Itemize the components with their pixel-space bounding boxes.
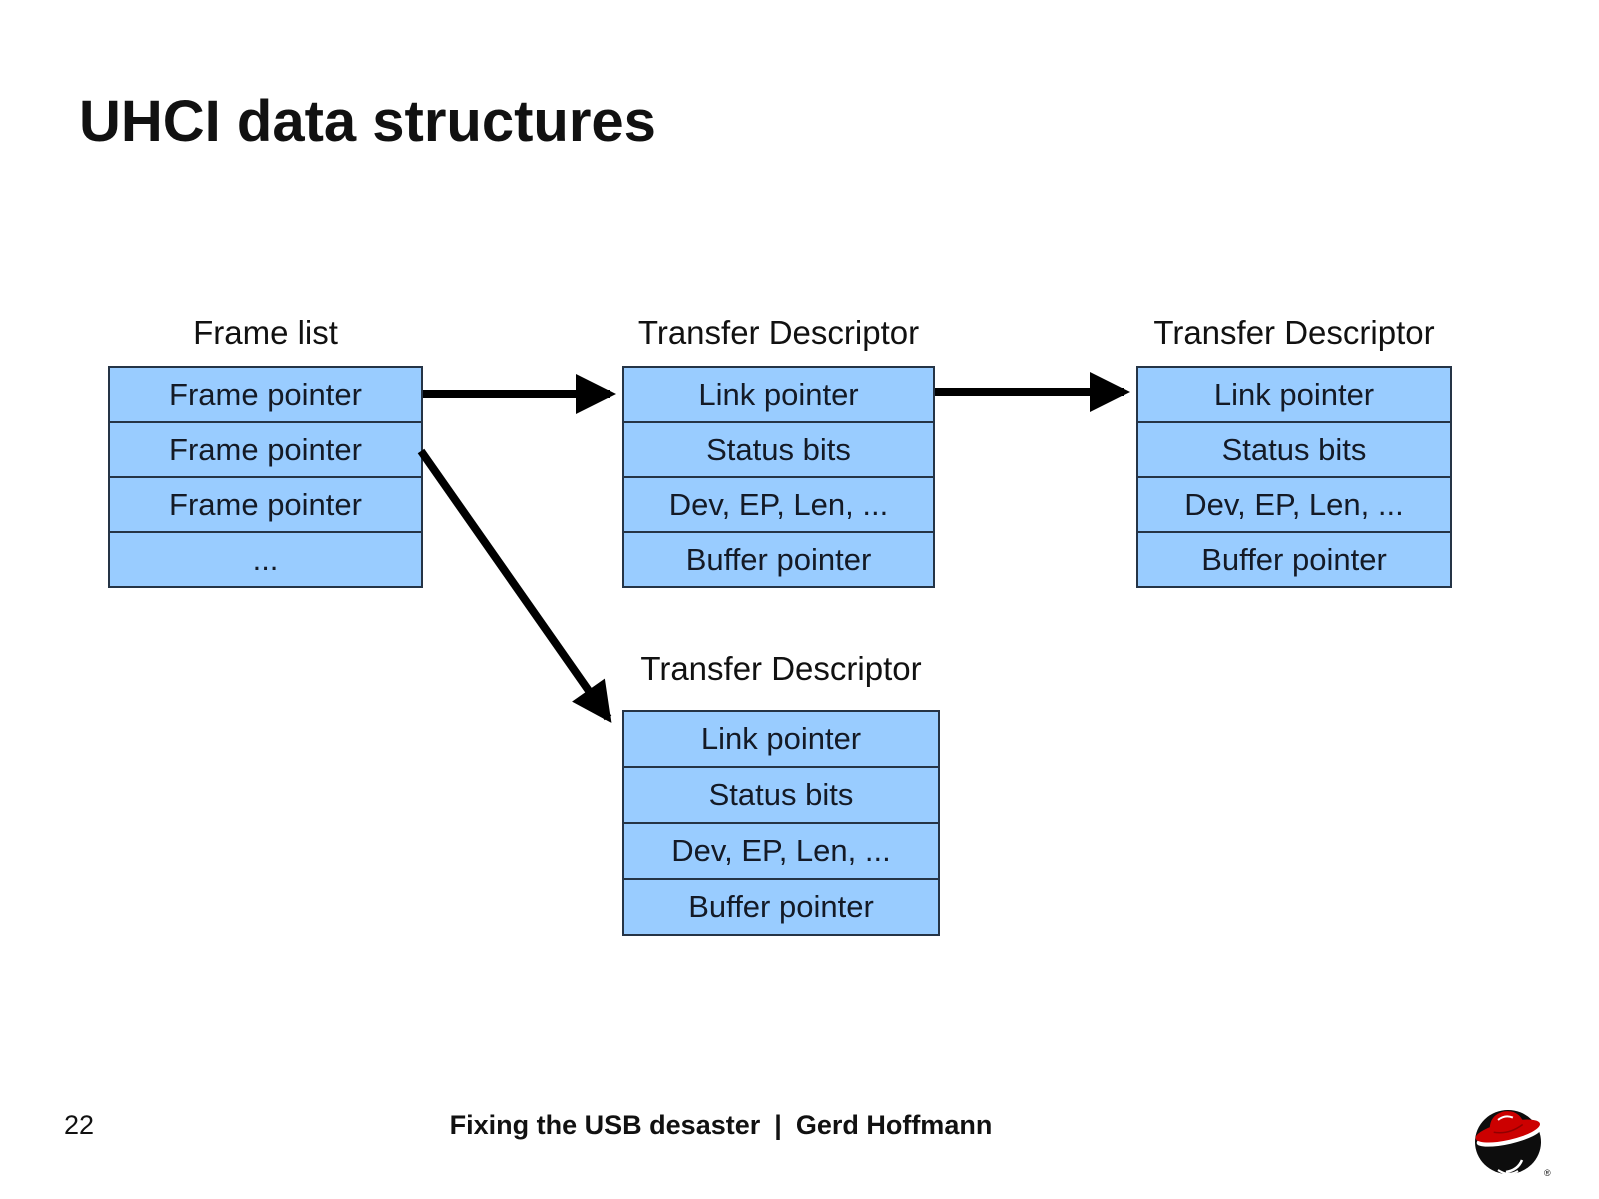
registered-trademark-mark: ®: [1544, 1168, 1551, 1178]
transfer-descriptor-3-label: Transfer Descriptor: [640, 650, 922, 687]
transfer-descriptor-1-table: Link pointer Status bits Dev, EP, Len, .…: [622, 366, 935, 588]
td1-row-0: Link pointer: [624, 368, 933, 423]
footer-separator: |: [774, 1110, 782, 1140]
td1-row-1: Status bits: [624, 423, 933, 478]
frame-list-row-0: Frame pointer: [110, 368, 421, 423]
page-number: 22: [64, 1110, 95, 1140]
td1-row-3: Buffer pointer: [624, 533, 933, 586]
td3-row-1: Status bits: [624, 768, 938, 824]
transfer-descriptor-2-table: Link pointer Status bits Dev, EP, Len, .…: [1136, 366, 1452, 588]
footer-author: Gerd Hoffmann: [795, 1110, 993, 1140]
td3-row-3: Buffer pointer: [624, 880, 938, 934]
transfer-descriptor-1-label: Transfer Descriptor: [637, 314, 920, 351]
frame-list-table: Frame pointer Frame pointer Frame pointe…: [108, 366, 423, 588]
td2-row-2: Dev, EP, Len, ...: [1138, 478, 1450, 533]
frame-list-row-1: Frame pointer: [110, 423, 421, 478]
frame-list-label: Frame list: [193, 314, 338, 351]
td1-row-2: Dev, EP, Len, ...: [624, 478, 933, 533]
redhat-logo-icon: ®: [1475, 1110, 1551, 1178]
td3-row-2: Dev, EP, Len, ...: [624, 824, 938, 880]
footer-presentation-title: Fixing the USB desaster: [449, 1110, 761, 1140]
frame-list-row-2: Frame pointer: [110, 478, 421, 533]
footer-text: Fixing the USB desaster | Gerd Hoffmann: [0, 1110, 1442, 1141]
td2-row-3: Buffer pointer: [1138, 533, 1450, 586]
td2-row-1: Status bits: [1138, 423, 1450, 478]
page-title: UHCI data structures: [79, 89, 656, 154]
td2-row-0: Link pointer: [1138, 368, 1450, 423]
td3-row-0: Link pointer: [624, 712, 938, 768]
frame-list-row-3: ...: [110, 533, 421, 586]
transfer-descriptor-2-label: Transfer Descriptor: [1153, 314, 1435, 351]
arrow-frame1-to-td3-icon: [417, 448, 612, 723]
transfer-descriptor-3-table: Link pointer Status bits Dev, EP, Len, .…: [622, 710, 940, 936]
